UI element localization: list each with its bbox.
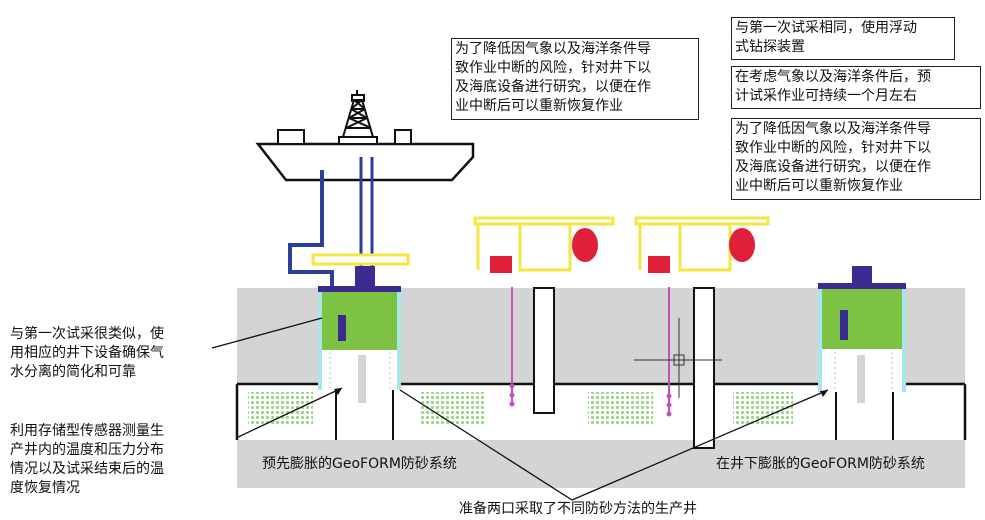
sand-pack-3 (588, 392, 653, 425)
leader-lines (211, 317, 829, 501)
label-bottom: 准备两口采取了不同防砂方法的生产井 (459, 501, 697, 517)
sand-pack-2 (420, 392, 485, 425)
sand-pack-4 (733, 392, 793, 425)
band-label-right: 在井下膨胀的GeoFORM防砂系统 (716, 456, 925, 472)
derrick-icon (341, 90, 375, 138)
drilling-ship (255, 90, 475, 182)
note-right-3: 为了降低因气象以及海洋条件导 致作业中断的风险，针对井下以 及海底设备进行研究，… (731, 118, 981, 200)
well-left (318, 286, 401, 440)
band-label-left: 预先膨胀的GeoFORM防砂系统 (262, 456, 457, 472)
sand-pack-1 (248, 392, 313, 425)
well-middle-2 (634, 216, 770, 449)
wellhead-block-left (355, 266, 375, 286)
well-right (818, 266, 906, 440)
label-left-second: 利用存储型传感器测量生 产井内的温度和压力分布 情况以及试采结束后的温 度恢复情… (10, 423, 164, 496)
note-right-1: 与第一次试采相同，使用浮动 式钻探装置 (731, 17, 955, 60)
subsea-template-left (311, 253, 410, 266)
flow-line (288, 170, 334, 288)
crosshair-icon (634, 318, 722, 398)
seabed-lower-layer (237, 440, 965, 488)
note-right-2: 在考虑气象以及海洋条件后，预 计试采作业可持续一个月左右 (731, 66, 981, 109)
well-middle-1 (473, 216, 615, 414)
arrow-heads (334, 388, 828, 397)
label-left-first: 与第一次试采很类似，使 用相应的井下设备确保气 水分离的简化和可靠 (10, 326, 164, 380)
note-top-center: 为了降低因气象以及海洋条件导 致作业中断的风险，针对井下以 及海底设备进行研究，… (451, 38, 699, 120)
